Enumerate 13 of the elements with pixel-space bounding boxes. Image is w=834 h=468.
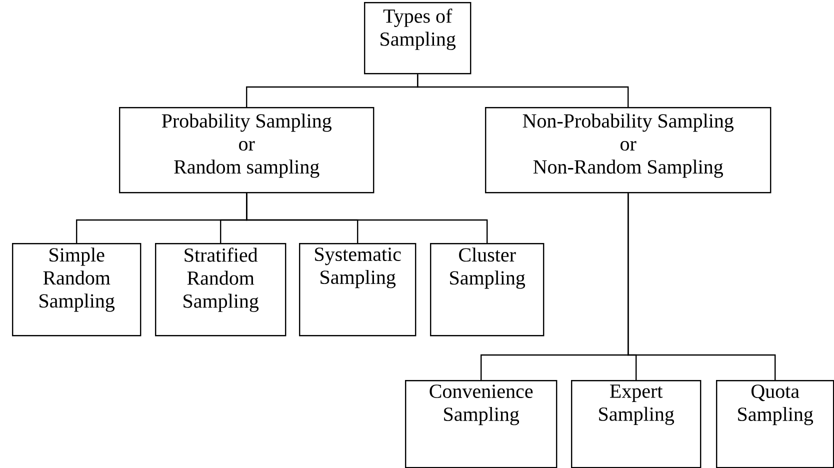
category-box: Quota Sampling xyxy=(716,380,834,468)
category-box: Simple Random Sampling xyxy=(12,243,142,336)
category-box: Cluster Sampling xyxy=(430,243,544,336)
category-box: Expert Sampling xyxy=(571,380,702,468)
category-box: Convenience Sampling xyxy=(405,380,558,468)
connector-line xyxy=(246,193,488,243)
category-box: Probability Sampling or Random sampling xyxy=(119,107,374,194)
category-box: Systematic Sampling xyxy=(299,243,416,336)
connector-line xyxy=(417,74,629,107)
category-box: Stratified Random Sampling xyxy=(155,243,286,336)
category-box: Non-Probability Sampling or Non-Random Sampling xyxy=(485,107,772,194)
connector-line xyxy=(628,193,776,380)
category-box: Types of Sampling xyxy=(364,2,472,74)
